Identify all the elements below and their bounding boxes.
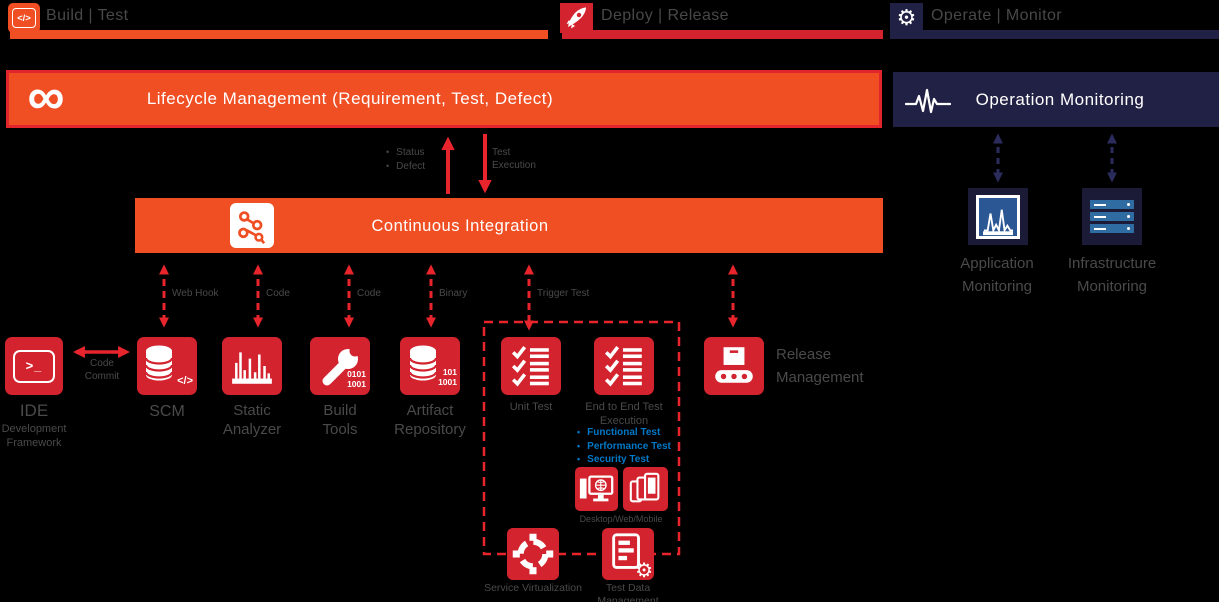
build-test-header: Build | Test bbox=[46, 7, 129, 24]
checklist-glyph bbox=[604, 346, 642, 387]
desktop-web-mobile-label: Desktop/Web/Mobile bbox=[579, 514, 663, 524]
test-execution-label: Test Execution bbox=[492, 147, 536, 171]
lifecycle-management-bar bbox=[6, 70, 882, 128]
infrastructure-monitoring-label: Infrastructure Monitoring bbox=[1067, 255, 1157, 295]
build-tools-label: Build Tools bbox=[322, 402, 358, 438]
scm-icon: </> bbox=[137, 337, 197, 395]
unit-test-icon bbox=[501, 337, 561, 395]
status-defect-list: Status Defect bbox=[386, 146, 425, 173]
artifact-database-glyph bbox=[408, 345, 438, 381]
terminal-prompt-glyph: >_ bbox=[25, 357, 43, 373]
web-hook-label: Web Hook bbox=[172, 288, 219, 299]
gear-icon: ⚙ bbox=[896, 5, 917, 30]
status-label: Status bbox=[396, 147, 425, 158]
application-monitoring-label: Application Monitoring bbox=[960, 255, 1034, 295]
operate-monitor-header: Operate | Monitor bbox=[931, 7, 1063, 24]
security-test-label: Security Test bbox=[587, 454, 650, 465]
app-chart-glyph bbox=[983, 209, 1013, 235]
wrench-glyph bbox=[322, 345, 361, 386]
release-management-label: Release Management bbox=[776, 346, 864, 386]
build-binary-text: 0101 1001 bbox=[347, 369, 366, 389]
test-data-management-label: Test Data Management bbox=[597, 582, 659, 602]
scm-label: SCM bbox=[149, 403, 185, 420]
service-ring-glyph bbox=[512, 533, 554, 575]
operate-monitor-underline bbox=[890, 30, 1219, 39]
artifact-repository-icon: 101 1001 bbox=[400, 337, 460, 395]
ide-label: IDE bbox=[19, 401, 49, 420]
e2e-test-label: End to End Test Execution bbox=[585, 401, 663, 427]
conveyor-glyph bbox=[715, 347, 753, 383]
data-form-glyph bbox=[612, 533, 640, 569]
tdm-gear-glyph: ⚙ bbox=[635, 560, 653, 582]
infinity-glyph: ∞ bbox=[27, 68, 65, 127]
ide-icon: >_ bbox=[5, 337, 63, 395]
service-virtualization-label: Service Virtualization bbox=[484, 582, 582, 594]
continuous-integration-title: Continuous Integration bbox=[371, 217, 549, 235]
service-virtualization-icon bbox=[507, 528, 559, 580]
test-data-management-icon: ⚙ bbox=[602, 528, 654, 582]
scm-code-glyph: </> bbox=[177, 375, 193, 387]
deploy-release-underline bbox=[562, 30, 883, 39]
application-monitoring-icon bbox=[968, 188, 1028, 245]
artifact-binary-text: 101 1001 bbox=[438, 367, 457, 387]
monitor-globe-glyph bbox=[579, 475, 613, 502]
operation-monitoring-title: Operation Monitoring bbox=[975, 90, 1145, 109]
mobile-devices-icon bbox=[623, 467, 668, 511]
code-commit-label: Code Commit bbox=[84, 358, 120, 382]
trigger-test-label: Trigger Test bbox=[537, 288, 590, 299]
rocket-icon bbox=[566, 7, 586, 29]
desktop-web-icon bbox=[575, 467, 618, 511]
ci-icon bbox=[230, 203, 274, 248]
static-analyzer-icon bbox=[222, 337, 282, 395]
code-scm-label: Code bbox=[266, 288, 290, 299]
phones-glyph bbox=[629, 472, 659, 503]
infrastructure-monitoring-icon bbox=[1082, 188, 1142, 245]
checklist-glyph bbox=[511, 346, 549, 387]
e2e-test-icon bbox=[594, 337, 654, 395]
unit-test-label: Unit Test bbox=[509, 401, 553, 413]
pulse-icon bbox=[905, 88, 951, 114]
deploy-release-header: Deploy | Release bbox=[601, 7, 729, 24]
operate-monitor-icon-box: ⚙ bbox=[890, 3, 923, 33]
binary-label: Binary bbox=[439, 288, 468, 299]
ide-sublabel: Development Framework bbox=[1, 423, 67, 449]
static-analyzer-label: Static Analyzer bbox=[222, 402, 282, 438]
ci-circuit-glyph bbox=[238, 210, 266, 244]
artifact-repository-label: Artifact Repository bbox=[394, 402, 466, 438]
defect-label: Defect bbox=[396, 160, 426, 172]
operation-monitoring-bar bbox=[893, 72, 1219, 127]
build-test-underline bbox=[10, 30, 548, 39]
release-management-icon bbox=[704, 337, 764, 395]
lifecycle-management-title: Lifecycle Management (Requirement, Test,… bbox=[146, 89, 554, 108]
infinity-icon: ∞ bbox=[16, 68, 76, 127]
performance-test-label: Performance Test bbox=[587, 440, 671, 452]
code-build-label: Code bbox=[357, 288, 381, 299]
deploy-release-icon-box bbox=[560, 3, 593, 33]
functional-test-label: Functional Test bbox=[587, 427, 661, 438]
test-type-list: Functional Test Performance Test Securit… bbox=[577, 426, 671, 467]
build-test-icon: </> bbox=[8, 3, 40, 33]
code-glyph: </> bbox=[17, 12, 31, 24]
build-tools-icon: 0101 1001 bbox=[310, 337, 370, 395]
database-glyph bbox=[144, 345, 174, 381]
spectrum-glyph bbox=[232, 352, 272, 384]
